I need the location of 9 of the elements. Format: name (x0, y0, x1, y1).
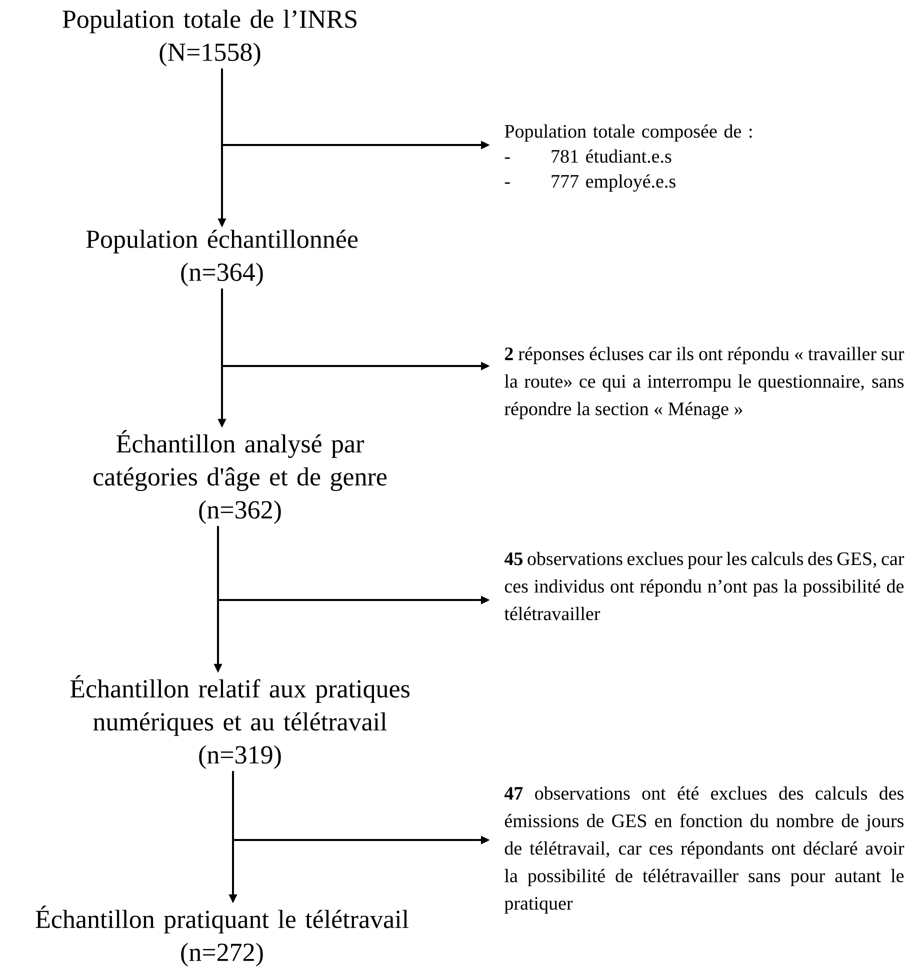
step-label: Population échantillonnée (n=364) (86, 230, 358, 286)
step-label: Échantillon pratiquant le télétravail (n=272) (36, 906, 409, 966)
step-label: Échantillon relatif aux pratiques numériques et au télétravail (n=319) (70, 675, 410, 769)
note-text: 2 réponses écluses car ils ont répondu « travailler sur la route» ce qui a interrompu le questionnaire, sans répondre la section « Ménage » (504, 346, 904, 420)
note-text: Population totale composée de : - 781 étudiant.e.s - 777 employé.e.s (504, 124, 752, 192)
note-text: 47 observations ont été exclues des calculs des émissions de GES en fonction du nombre de jours de télétravail, car ces répondants ont déclaré avoir la possibilité de télétravailler sans pour autant le pratiquer (504, 786, 904, 914)
step-label: Échantillon analysé par catégories d'âge et de genre (n=362) (94, 430, 387, 524)
step-label: Population totale de l’INRS (N=1558) (62, 10, 356, 66)
note-text: 45 observations exclues pour les calculs des GES, car ces individus ont répondu n’ont pas la possibilité de télétravailler (504, 552, 904, 620)
